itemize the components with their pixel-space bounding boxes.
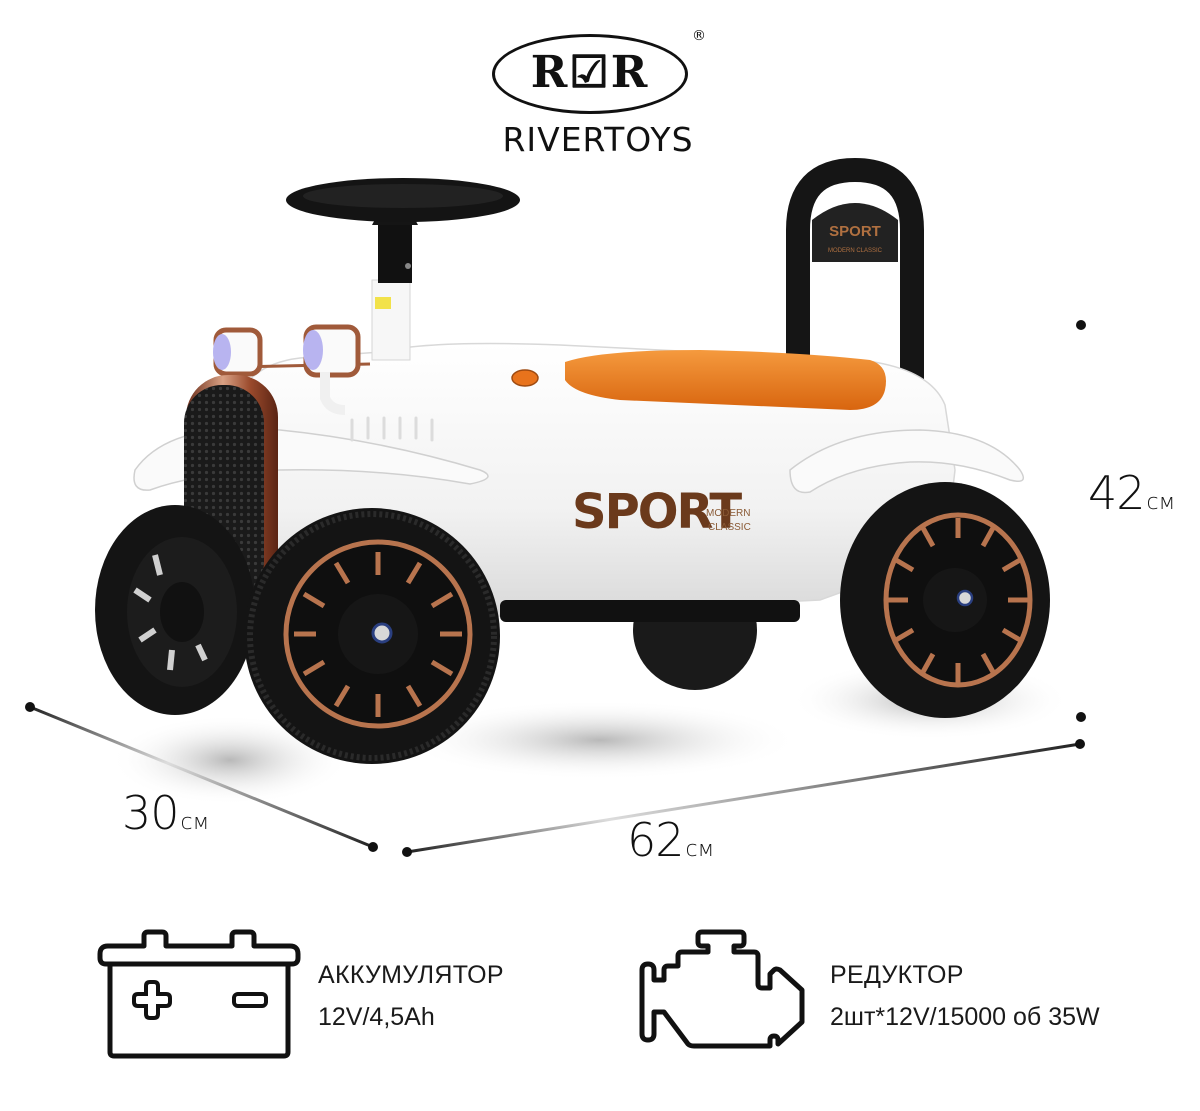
length-unit: см: [685, 837, 715, 862]
body-decal-sub2: CLASSIC: [708, 522, 751, 533]
battery-icon: [97, 929, 301, 1059]
rear-right-wheel: [840, 482, 1050, 718]
gearbox-spec-title: РЕДУКТОР: [830, 961, 964, 989]
dimension-lines: [25, 320, 1086, 857]
front-left-wheel: [95, 505, 255, 715]
length-value: 62: [627, 813, 685, 867]
logo-mark: R☑R: [530, 47, 650, 98]
registered-symbol: ®: [692, 28, 706, 44]
height-unit: см: [1146, 490, 1176, 515]
body-decal-main: SPORT: [572, 484, 742, 540]
battery-spec: АККУМУЛЯТОР 12V/4,5Ah: [318, 960, 504, 1032]
seat-backrest: SPORT MODERN CLASSIC: [786, 157, 924, 395]
battery-spec-title: АККУМУЛЯТОР: [318, 961, 504, 989]
width-unit: см: [180, 810, 210, 835]
gearbox-spec: РЕДУКТОР 2шт*12V/15000 об 35W: [830, 960, 1100, 1032]
seat: [565, 350, 886, 410]
width-value: 30: [122, 786, 180, 840]
gearbox-spec-value: 2шт*12V/15000 об 35W: [830, 1003, 1100, 1031]
width-dimension-label: 30см: [122, 790, 209, 836]
body-decal: SPORT MODERN CLASSIC: [572, 484, 751, 540]
logo-oval: [492, 34, 688, 114]
body-decal-sub1: MODERN: [706, 508, 750, 519]
headlights: [213, 324, 371, 415]
length-dimension-label: 62см: [627, 817, 714, 863]
height-value: 42: [1088, 466, 1146, 520]
steering: [286, 178, 520, 361]
brand-name: RIVERTOYS: [502, 120, 694, 159]
front-right-wheel: [244, 508, 500, 764]
engine-icon: [639, 929, 805, 1049]
product-illustration: SPORT MODERN CLASSIC: [25, 157, 1086, 857]
brand-logo: R☑R ® RIVERTOYS: [488, 28, 708, 159]
seatback-decal-sub: MODERN CLASSIC: [828, 248, 883, 254]
battery-spec-value: 12V/4,5Ah: [318, 1003, 435, 1031]
height-dimension-label: 42см: [1088, 470, 1175, 516]
seatback-decal-main: SPORT: [829, 223, 881, 240]
